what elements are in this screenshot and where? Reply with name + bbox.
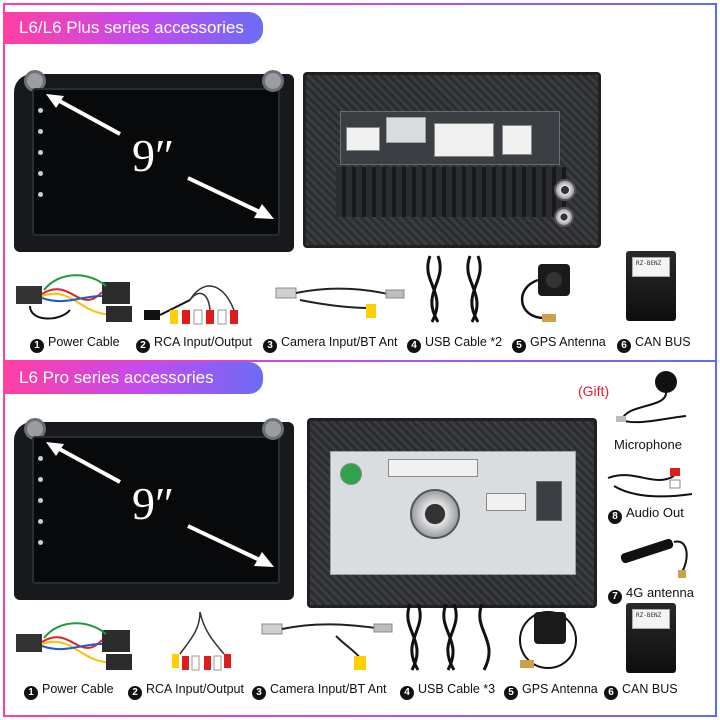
head-unit-screen (32, 88, 280, 236)
head-unit-back (303, 72, 601, 248)
heatsink (336, 167, 566, 217)
diagonal-arrow-icon (187, 176, 274, 219)
port (340, 463, 362, 485)
power-cable-image (16, 274, 132, 322)
head-unit-back (307, 418, 597, 608)
side-buttons (38, 108, 44, 213)
gift-label: (Gift) (578, 383, 610, 399)
gps-antenna-image (521, 264, 570, 322)
canbus-label: RZ-BENZ (632, 257, 670, 277)
spec-label (386, 117, 426, 143)
screen-size-label: 9″ (132, 130, 175, 181)
antenna-port (554, 179, 576, 201)
rca-cable-image (172, 611, 231, 671)
connector (346, 127, 380, 151)
diagonal-arrow-icon (46, 442, 121, 484)
cooling-fan (410, 489, 460, 539)
connector (434, 123, 494, 157)
section2-title: L6 Pro series accessories (5, 362, 263, 394)
rca-cable-image (144, 285, 238, 325)
usb-cable-image (426, 255, 482, 323)
side-buttons (38, 456, 44, 561)
connector (388, 459, 478, 477)
section1-title: L6/L6 Plus series accessories (5, 12, 263, 44)
gps-antenna-image (519, 611, 577, 669)
canbus-label: RZ-BENZ (632, 609, 670, 629)
screen-size-label: 9″ (132, 478, 175, 529)
camera-cable-image (261, 623, 393, 670)
head-unit-front: 9″ (14, 70, 294, 252)
connector (502, 125, 532, 155)
audio-out-cable-image (607, 468, 693, 498)
diagonal-arrow-icon (187, 524, 274, 567)
head-unit-screen (32, 436, 280, 584)
connector (486, 493, 526, 511)
microphone-image (616, 371, 687, 424)
canbus-module-image: RZ-BENZ (626, 251, 676, 321)
connector (536, 481, 562, 521)
camera-cable-image (275, 287, 405, 318)
canbus-module-image: RZ-BENZ (626, 603, 676, 673)
head-unit-front: 9″ (14, 418, 294, 600)
section-divider (3, 360, 717, 362)
power-cable-image (16, 622, 132, 670)
4g-antenna-image (620, 538, 688, 578)
antenna-port (554, 207, 574, 227)
diagonal-arrow-icon (46, 94, 121, 136)
usb-cable-image (406, 603, 491, 671)
microphone-label: Microphone (614, 437, 682, 452)
